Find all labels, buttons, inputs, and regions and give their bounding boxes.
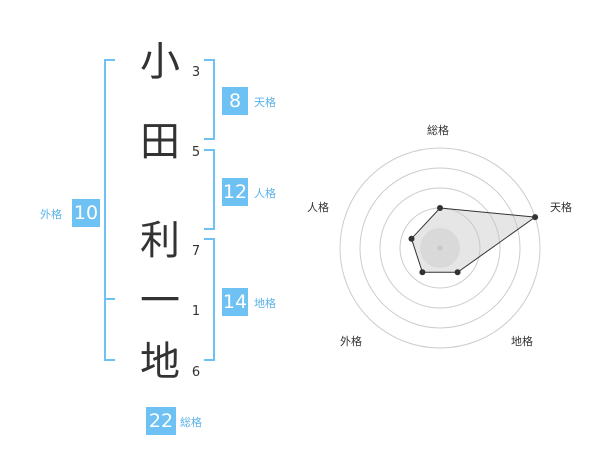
tenkaku-value: 8 — [222, 87, 248, 115]
radar-ring — [379, 187, 501, 309]
radar-point-4 — [419, 269, 426, 276]
jinkaku-bracket — [204, 149, 215, 230]
gaikaku-bracket — [104, 59, 115, 361]
jinkaku-label: 人格 — [254, 187, 276, 200]
tenkaku-label: 天格 — [254, 96, 276, 109]
stroke-count-3: 7 — [191, 244, 201, 259]
tenkaku-bracket — [204, 59, 215, 140]
gaikaku-value: 10 — [72, 199, 100, 227]
name-char-5: 地 — [140, 339, 180, 385]
name-char-4: 一 — [140, 278, 180, 324]
stroke-count-4: 1 — [191, 304, 201, 319]
radar-ring — [359, 167, 521, 329]
stroke-count-1: 3 — [191, 65, 201, 80]
name-char-1: 小 — [140, 39, 180, 85]
name-char-2: 田 — [140, 119, 180, 165]
radar-point-5 — [408, 235, 415, 242]
soukaku-value: 22 — [146, 407, 176, 435]
radar-axis-label-gaikaku: 外格 — [340, 335, 362, 348]
radar-ring — [339, 147, 541, 349]
jinkaku-value: 12 — [222, 178, 248, 206]
radar-center-dot — [437, 245, 443, 251]
soukaku-label: 総格 — [180, 416, 202, 429]
chikaku-bracket — [204, 238, 215, 361]
chikaku-label: 地格 — [254, 297, 276, 310]
radar-series-polygon — [410, 207, 537, 273]
stroke-count-5: 6 — [191, 365, 201, 380]
name-char-3: 利 — [140, 218, 180, 264]
radar-axis-label-jinkaku: 人格 — [307, 201, 329, 214]
stroke-count-2: 5 — [191, 145, 201, 160]
radar-point-1 — [437, 205, 443, 211]
radar-point-3 — [454, 269, 461, 276]
radar-axis-label-chikaku: 地格 — [511, 335, 533, 348]
radar-point-2 — [532, 214, 539, 221]
gaikaku-label: 外格 — [40, 208, 62, 221]
radar-chart — [339, 147, 541, 349]
radar-axis-label-soukaku: 総格 — [427, 124, 449, 137]
chikaku-value: 14 — [222, 288, 248, 316]
radar-axis-label-tenkaku: 天格 — [550, 201, 572, 214]
